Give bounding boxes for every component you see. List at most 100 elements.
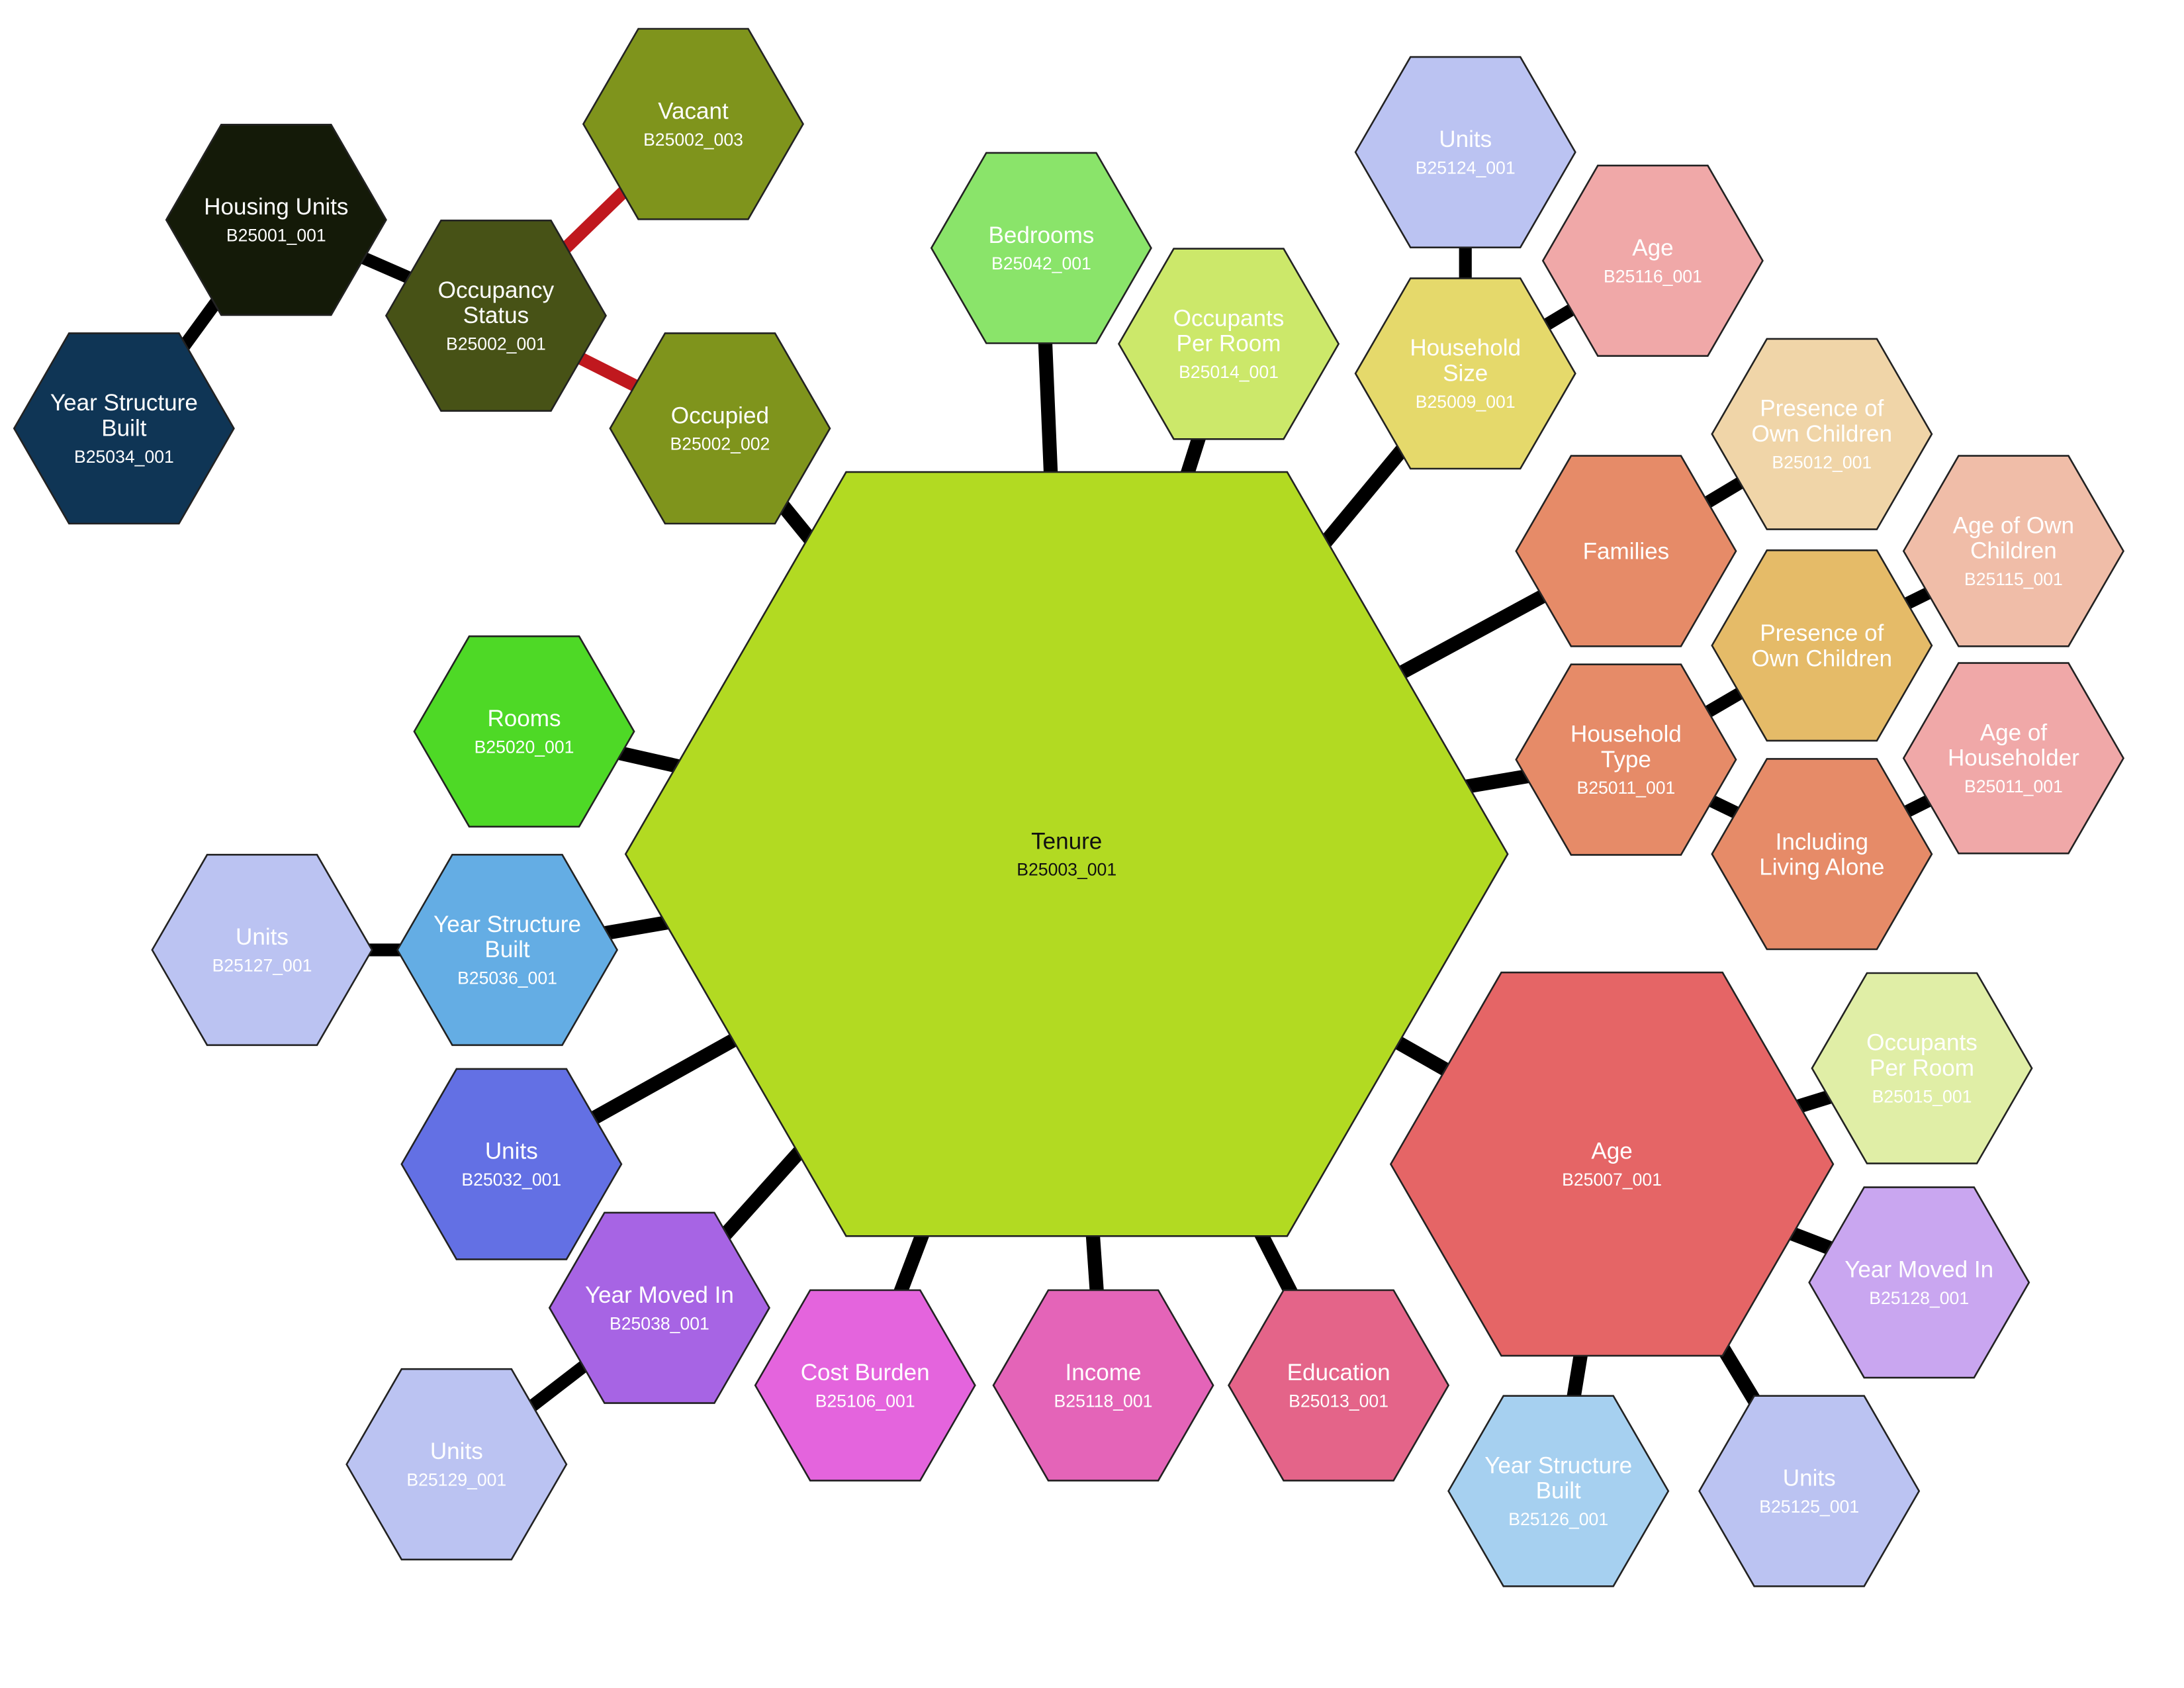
node-code: B25007_001 bbox=[1562, 1170, 1662, 1190]
node-label: Per Room bbox=[1177, 331, 1281, 357]
node-label: Living Alone bbox=[1759, 855, 1884, 880]
node-code: B25128_001 bbox=[1869, 1288, 1969, 1308]
node-hexagon bbox=[1515, 663, 1737, 856]
node-label: Year Structure bbox=[433, 912, 581, 937]
node-code: B25020_001 bbox=[475, 737, 574, 757]
node-code: B25127_001 bbox=[212, 956, 312, 976]
node-code: B25118_001 bbox=[1054, 1391, 1153, 1411]
node-label: Age of Own bbox=[1953, 512, 2074, 538]
node-label: Occupants bbox=[1866, 1030, 1978, 1056]
node-code: B25129_001 bbox=[406, 1470, 506, 1490]
node-code: B25003_001 bbox=[1017, 860, 1116, 880]
node-label: Units bbox=[1783, 1466, 1836, 1491]
node-label: Status bbox=[463, 303, 529, 328]
node-hexagon bbox=[1711, 549, 1933, 742]
node-label: Education bbox=[1287, 1360, 1390, 1385]
node-hexagon bbox=[609, 332, 831, 525]
node-hexagon bbox=[13, 332, 235, 525]
node-hexagon bbox=[396, 853, 619, 1047]
node-hexagon bbox=[165, 124, 387, 316]
node-code: B25002_001 bbox=[446, 334, 546, 354]
node-hexagon bbox=[1808, 1186, 2030, 1379]
node-code: B25042_001 bbox=[991, 254, 1091, 273]
node-code: B25106_001 bbox=[815, 1391, 915, 1411]
node-label: Children bbox=[1970, 538, 2057, 564]
node-year-moved-in-b25128[interactable]: Year Moved In B25128_001 bbox=[1808, 1186, 2030, 1379]
node-label: Householder bbox=[1948, 745, 2079, 771]
node-label: Built bbox=[484, 937, 529, 962]
node-label: Including bbox=[1776, 829, 1868, 855]
node-hexagon bbox=[1541, 164, 1764, 357]
node-code: B25015_001 bbox=[1872, 1087, 1972, 1107]
node-code: B25011_001 bbox=[1576, 778, 1675, 798]
node-code: B25038_001 bbox=[610, 1313, 709, 1333]
node-label: Household bbox=[1410, 335, 1521, 361]
node-label: Families bbox=[1583, 539, 1670, 565]
node-hexagon bbox=[413, 635, 635, 828]
node-hexagon bbox=[1117, 248, 1340, 440]
node-code: B25115_001 bbox=[1964, 569, 2063, 589]
node-label: Own Children bbox=[1752, 646, 1893, 672]
node-code: B25001_001 bbox=[226, 226, 326, 246]
node-hexagon bbox=[151, 853, 373, 1047]
node-code: B25002_002 bbox=[670, 434, 770, 454]
node-families[interactable]: Families bbox=[1515, 455, 1737, 647]
node-hexagon bbox=[1389, 971, 1835, 1357]
node-label: Year Moved In bbox=[1844, 1257, 1993, 1283]
node-hexagon bbox=[930, 152, 1152, 344]
node-label: Age of bbox=[1980, 720, 2048, 745]
node-hexagon bbox=[992, 1289, 1214, 1481]
node-label: Cost Burden bbox=[801, 1360, 930, 1385]
node-hexagon bbox=[1711, 758, 1933, 951]
node-label: Bedrooms bbox=[988, 222, 1094, 248]
node-hexagon bbox=[345, 1368, 568, 1561]
node-label: Income bbox=[1065, 1360, 1141, 1385]
node-label: Size bbox=[1443, 360, 1488, 386]
node-hexagon bbox=[1811, 972, 2033, 1164]
node-label: Units bbox=[430, 1438, 483, 1464]
node-hexagon bbox=[1447, 1395, 1670, 1587]
node-code: B25124_001 bbox=[1416, 158, 1516, 178]
node-label: Rooms bbox=[487, 706, 561, 731]
node-hexagon bbox=[1515, 455, 1737, 647]
node-code: B25002_003 bbox=[643, 130, 743, 150]
node-label: Presence of bbox=[1760, 620, 1884, 646]
node-label: Housing Units bbox=[204, 194, 348, 220]
node-label: Units bbox=[1439, 126, 1492, 152]
node-code: B25116_001 bbox=[1604, 266, 1702, 286]
node-label: Year Structure bbox=[1484, 1452, 1632, 1478]
node-hexagon bbox=[548, 1211, 771, 1404]
node-code: B25036_001 bbox=[457, 968, 557, 988]
